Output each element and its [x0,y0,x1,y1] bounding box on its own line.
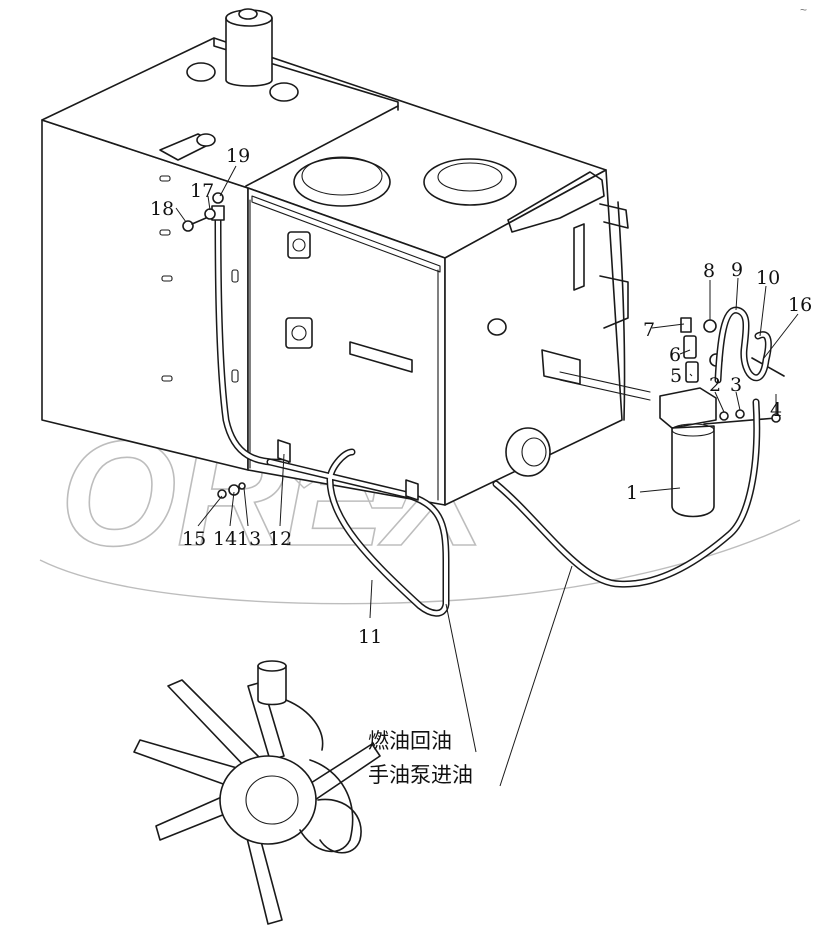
fan-hub [219,755,317,845]
bolt-4 [703,417,777,425]
engine-block [285,699,354,853]
fitting-8 [703,319,717,333]
filter-head [659,387,717,429]
pipe-clamps [211,205,419,501]
callout-6: 6 [669,344,681,366]
top-fittings [182,192,224,232]
fitting-7 [680,317,692,333]
filter-seam [671,423,715,437]
return-pipe-left [214,206,290,466]
tank-flange-front [251,195,441,273]
callout-16: 16 [788,294,812,316]
callout-13: 13 [237,528,261,550]
front-flange-1 [287,231,311,259]
tank-top-boss-2 [269,82,299,102]
access-cover-2 [423,158,517,206]
callout-10: 10 [756,267,780,289]
engine-pulley [317,798,362,854]
callout-5: 5 [670,365,682,387]
tank-ridge [245,105,399,187]
filler-neck [225,8,273,87]
engine-fan [133,660,381,925]
pipe-9-10 [714,306,772,384]
engine-pipe-top [257,660,287,672]
tank-right-face [444,169,623,506]
bottom-fasteners [217,482,246,499]
washer-2 [719,411,729,421]
fan-hub-inner [245,775,299,825]
access-cover-1 [293,156,391,207]
right-bracket-top [507,171,605,233]
washer-3 [735,409,745,419]
callout-17: 17 [190,180,214,202]
clamp-12 [277,439,291,463]
tank-top-boss-1 [186,62,216,82]
callout-1: 1 [626,482,638,504]
callout-7: 7 [643,319,655,341]
washer-15 [217,489,227,499]
mount-plate [349,341,413,373]
filler-cap-knob [238,8,258,20]
bolt-18-shank [191,217,207,225]
level-sensor-cap [196,133,216,147]
right-bracket-mount [599,275,629,329]
filler-neck-body [225,17,273,87]
right-bracket-tab [599,203,629,229]
fuel-filter [659,387,717,518]
bolt-18 [182,220,194,232]
callout-19: 19 [226,145,250,167]
callout-8: 8 [703,260,715,282]
bracket-rod-2 [559,379,651,401]
filter-canister [671,425,715,518]
callout-2: 2 [709,374,721,396]
fitting-5 [685,361,699,383]
fitting-17 [204,208,216,220]
callout-3: 3 [730,374,742,396]
pipe-to-filter [492,398,761,588]
bracket-rod-1 [559,371,651,393]
fan-blade-3 [155,795,231,841]
callout-4: 4 [770,399,782,421]
drain-valve [505,427,551,477]
right-side-edge [617,201,626,421]
corner-mark: ~ [800,3,807,17]
fuel-tank [41,37,623,506]
callout-12: 12 [268,528,292,550]
fitting-6 [683,335,697,359]
tank-side-slots [159,175,239,383]
leader-lines [175,165,799,787]
washer-13 [238,482,246,490]
callout-labels: 1 2 3 4 5 6 7 8 9 10 11 12 13 14 15 16 1… [150,145,812,648]
front-flange-2 [285,317,313,349]
note-hand-pump-inlet: 手油泵进油 [368,763,473,787]
fitting-19 [212,192,224,204]
clamp-mid [405,479,419,501]
callout-11: 11 [358,626,382,648]
callout-9: 9 [731,259,743,281]
callout-15: 15 [182,528,206,550]
callout-18: 18 [150,198,174,220]
callout-14: 14 [213,528,237,550]
tank-bung [487,318,507,336]
right-bracket-strap [573,223,585,291]
note-fuel-return: 燃油回油 [368,729,452,753]
pipe-11 [266,448,450,617]
